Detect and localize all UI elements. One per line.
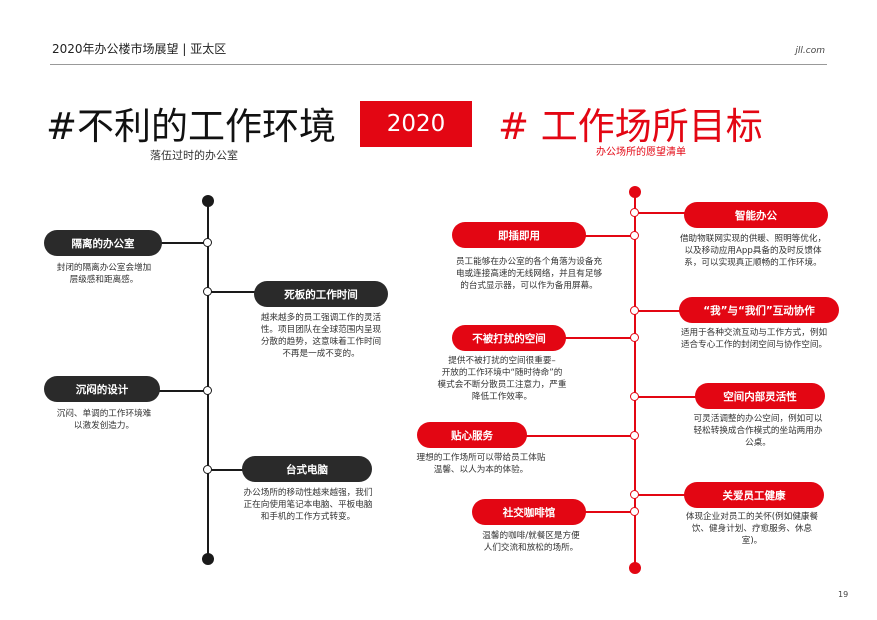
item-caring-service: 贴心服务 (417, 422, 527, 448)
timeline-node (630, 231, 639, 240)
timeline-node (203, 465, 212, 474)
item-employee-wellness: 关爱员工健康 (684, 482, 824, 508)
connector (580, 235, 635, 237)
item-me-we-collaboration-desc: 适用于各种交流互动与工作方式，例如 适合专心工作的封闭空间与协作空间。 (680, 328, 828, 350)
left-timeline-line (207, 201, 209, 560)
connector (635, 396, 701, 398)
right-timeline-start-dot (629, 186, 641, 198)
header-title: 2020年办公楼市场展望 | 亚太区 (52, 42, 227, 56)
right-timeline-end-dot (629, 562, 641, 574)
item-plug-and-play: 即插即用 (452, 222, 586, 248)
connector (208, 469, 248, 471)
timeline-node (630, 490, 639, 499)
item-undisturbed-space-desc: 提供不被打扰的空间很重要– 开放的工作环境中“随时待命”的 模式会不断分散员工注… (437, 356, 567, 402)
item-dull-design: 沉闷的设计 (44, 376, 160, 402)
connector (635, 310, 685, 312)
timeline-node (630, 392, 639, 401)
left-subheading: 落伍过时的办公室 (150, 149, 238, 162)
item-desktop-pc: 台式电脑 (242, 456, 372, 482)
item-social-cafe: 社交咖啡馆 (472, 499, 586, 525)
connector (635, 212, 691, 214)
right-subheading: 办公场所的愿望清单 (596, 147, 686, 158)
timeline-node (630, 333, 639, 342)
item-social-cafe-desc: 温馨的咖啡/就餐区是方便 人们交流和放松的场所。 (482, 531, 580, 553)
timeline-node (630, 431, 639, 440)
item-desktop-pc-desc: 办公场所的移动性越来越强，我们 正在向使用笔记本电脑、平板电脑 和手机的工作方式… (243, 488, 373, 522)
right-timeline-line (634, 192, 636, 568)
item-space-flexibility-desc: 可灵活调整的办公空间，例如可以 轻松转换成合作模式的坐站两用办 公桌。 (693, 414, 823, 448)
connector (208, 291, 266, 293)
timeline-node (203, 287, 212, 296)
item-plug-and-play-desc: 员工能够在办公室的各个角落为设备充 电或连接高速的无线网络，并且有足够 的台式显… (455, 257, 603, 291)
item-rigid-hours: 死板的工作时间 (254, 281, 388, 307)
item-employee-wellness-desc: 体现企业对员工的关怀(例如健康餐 饮、健身计划、疗愈服务、休息 室)。 (685, 512, 819, 546)
header-url[interactable]: jll.com (795, 46, 825, 56)
timeline-node (630, 507, 639, 516)
item-rigid-hours-desc: 越来越多的员工强调工作的灵活 性。项目团队在全球范围内呈现 分散的趋势，这意味着… (260, 313, 382, 359)
header-divider (50, 64, 827, 65)
item-isolated-office-desc: 封闭的隔离办公室会增加 层级感和距离感。 (56, 263, 152, 285)
timeline-node (203, 238, 212, 247)
connector (150, 242, 208, 244)
item-smart-office: 智能办公 (684, 202, 828, 228)
item-me-we-collaboration: “我”与“我们”互动协作 (679, 297, 839, 323)
connector (560, 511, 635, 513)
item-undisturbed-space: 不被打扰的空间 (452, 325, 566, 351)
connector (560, 337, 635, 339)
year-badge: 2020 (360, 101, 472, 147)
right-heading: # 工作场所目标 (498, 105, 763, 148)
left-timeline-start-dot (202, 195, 214, 207)
item-isolated-office: 隔离的办公室 (44, 230, 162, 256)
connector (490, 435, 635, 437)
item-caring-service-desc: 理想的工作场所可以带给员工体贴 温馨、以人为本的体验。 (416, 453, 546, 475)
left-timeline-end-dot (202, 553, 214, 565)
left-heading: #不利的工作环境 (46, 105, 337, 148)
page-number: 19 (838, 590, 849, 599)
connector (635, 494, 691, 496)
item-space-flexibility: 空间内部灵活性 (695, 383, 825, 409)
timeline-node (630, 208, 639, 217)
connector (150, 390, 208, 392)
timeline-node (630, 306, 639, 315)
timeline-node (203, 386, 212, 395)
item-smart-office-desc: 借助物联网实现的供暖、照明等优化， 以及移动应用App具备的及时反馈体 系，可以… (679, 234, 827, 268)
item-dull-design-desc: 沉闷、单调的工作环境难 以激发创造力。 (56, 409, 152, 431)
